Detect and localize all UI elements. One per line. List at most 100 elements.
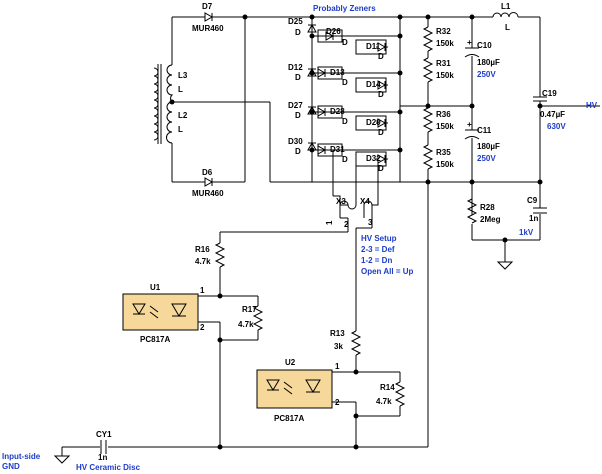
c9-value: 1n <box>529 214 538 223</box>
probably-zeners-label: Probably Zeners <box>313 4 376 13</box>
resistor-r14: R14 4.7k <box>376 381 405 407</box>
transformer: L3 L L2 L <box>153 64 188 144</box>
jumpers: X3 X4 1 2 3 <box>325 195 379 229</box>
x4-ref: X4 <box>360 197 370 206</box>
capacitor-c10: + C10 180µF 250V <box>464 38 500 79</box>
c9-ref: C9 <box>527 196 538 205</box>
d26-value: D <box>342 38 348 47</box>
r32-value: 150k <box>436 39 454 48</box>
l1-ref: L1 <box>501 2 511 11</box>
resistor-r31: R31 150k <box>423 57 454 83</box>
capacitor-c11: + C11 180µF 250V <box>464 120 500 163</box>
l1-value: L <box>505 23 510 32</box>
d13-value: D <box>342 78 348 87</box>
d13-ref: D13 <box>330 68 345 77</box>
c19-voltage: 630V <box>547 122 566 131</box>
r28-value: 2Meg <box>480 215 501 224</box>
hv-label: HV <box>586 101 598 110</box>
resistor-r17: R17 4.7k <box>238 305 263 331</box>
r13-ref: R13 <box>330 329 345 338</box>
c19-value: 0.47µF <box>540 110 565 119</box>
d30-value: D <box>295 147 301 156</box>
x-pin-3: 3 <box>368 218 373 227</box>
r31-ref: R31 <box>436 59 451 68</box>
u2-pin1: 1 <box>335 362 340 371</box>
u1-value: PC817A <box>140 335 170 344</box>
d32-value: D <box>378 164 384 173</box>
inductor-l1: L1 L <box>492 2 519 32</box>
u1-ref: U1 <box>150 283 161 292</box>
r32-ref: R32 <box>436 27 451 36</box>
d12-ref: D12 <box>288 63 303 72</box>
d14-value: D <box>378 90 384 99</box>
optocoupler-u2: U2 PC817A 1 2 <box>256 358 340 423</box>
d6-ref: D6 <box>202 168 213 177</box>
x3-ref: X3 <box>336 197 346 206</box>
d32-ref: D32 <box>366 154 381 163</box>
d12-value: D <box>295 73 301 82</box>
r16-ref: R16 <box>195 245 210 254</box>
c10-plus: + <box>467 38 472 47</box>
x-pin-1: 1 <box>325 220 334 225</box>
d31-value: D <box>342 155 348 164</box>
c19-ref: C19 <box>542 89 557 98</box>
optocoupler-u1: U1 PC817A 1 2 <box>122 283 205 344</box>
d7-ref: D7 <box>202 2 213 11</box>
c9-voltage: 1kV <box>519 228 534 237</box>
wires <box>61 16 600 456</box>
r31-value: 150k <box>436 71 454 80</box>
u2-pin2: 2 <box>335 398 340 407</box>
r14-ref: R14 <box>380 383 395 392</box>
d11-ref: D11 <box>366 42 381 51</box>
c11-ref: C11 <box>477 126 492 135</box>
hv-setup-up: Open All = Up <box>361 267 413 276</box>
resistor-r32: R32 150k <box>423 26 454 52</box>
u1-pin1: 1 <box>200 286 205 295</box>
r14-value: 4.7k <box>376 397 392 406</box>
u2-ref: U2 <box>285 358 296 367</box>
d28-value: D <box>342 117 348 126</box>
resistor-r28: R28 2Meg <box>467 198 501 224</box>
r36-value: 150k <box>436 122 454 131</box>
c11-value: 180µF <box>477 142 500 151</box>
r36-ref: R36 <box>436 110 451 119</box>
d26-ref: D26 <box>326 27 341 36</box>
ground-symbol-input <box>53 455 71 464</box>
l3-value: L <box>178 85 183 94</box>
junction-dots <box>169 14 543 450</box>
resistor-r16: R16 4.7k <box>195 242 225 268</box>
l3-ref: L3 <box>178 71 188 80</box>
l2-ref: L2 <box>178 111 188 120</box>
r13-value: 3k <box>334 342 343 351</box>
c11-plus: + <box>467 120 472 129</box>
d7-value: MUR460 <box>192 24 224 33</box>
input-side-label: Input-side <box>2 452 41 461</box>
d11-value: D <box>378 52 384 61</box>
l2-value: L <box>178 125 183 134</box>
cy1-ref: CY1 <box>96 430 112 439</box>
inductor-l3: L3 L <box>166 64 188 103</box>
d27-value: D <box>295 111 301 120</box>
r28-ref: R28 <box>480 203 495 212</box>
d25-value: D <box>295 28 301 37</box>
d28-ref: D28 <box>330 107 345 116</box>
cy1-value: 1n <box>98 453 107 462</box>
transformer-core <box>153 64 162 144</box>
diode-d6: D6 MUR460 <box>192 168 224 198</box>
x-pin-2: 2 <box>344 220 349 229</box>
d14-ref: D14 <box>366 80 381 89</box>
r16-value: 4.7k <box>195 257 211 266</box>
capacitor-c9: C9 1n 1kV <box>519 196 547 237</box>
capacitor-cy1: CY1 1n <box>96 430 112 462</box>
hv-setup-dn: 1-2 = Dn <box>361 256 392 265</box>
inductor-l2: L2 L <box>166 101 188 144</box>
zener-stack: D25 D D26 D D11 D D12 D D13 D D14 D D27 … <box>288 17 389 173</box>
c10-ref: C10 <box>477 41 492 50</box>
resistor-r13: R13 3k <box>330 329 361 356</box>
capacitor-c19: C19 0.47µF 630V <box>533 89 566 131</box>
hv-setup-title: HV Setup <box>361 234 397 243</box>
d29-ref: D29 <box>366 118 381 127</box>
hv-ceramic-disc-label: HV Ceramic Disc <box>76 463 141 472</box>
u2-value: PC817A <box>274 414 304 423</box>
diode-d7: D7 MUR460 <box>192 2 224 33</box>
